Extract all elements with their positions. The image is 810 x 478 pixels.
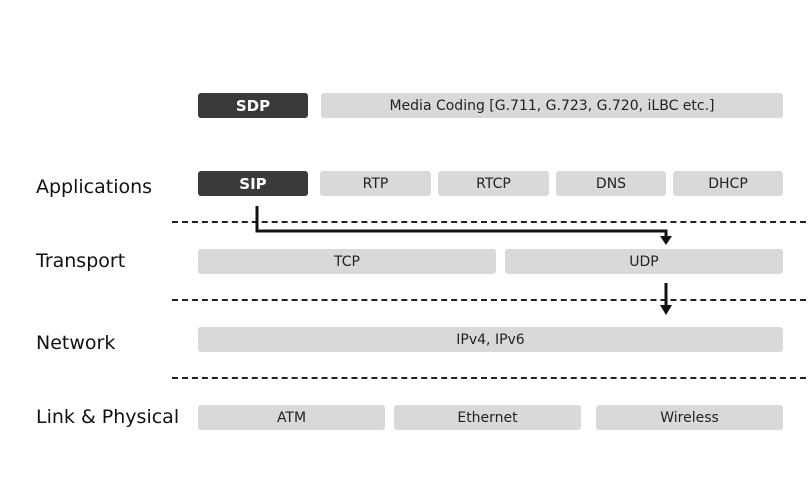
- layer-label-network: Network: [36, 332, 116, 354]
- layer-label-link-physical: Link & Physical: [36, 406, 180, 428]
- sip-box: SIP: [198, 171, 308, 196]
- dhcp-box: DHCP: [673, 171, 783, 196]
- tcp-box: TCP: [198, 249, 496, 274]
- udp-box: UDP: [505, 249, 783, 274]
- ip-box: IPv4, IPv6: [198, 327, 783, 352]
- sip-to-udp-arrowhead: [660, 236, 672, 245]
- layer-label-transport: Transport: [36, 250, 126, 272]
- rtcp-box: RTCP: [438, 171, 549, 196]
- divider-network-link: [172, 377, 806, 379]
- sip-to-udp-arrow-line: [255, 206, 668, 238]
- layer-label-applications: Applications: [36, 176, 153, 198]
- atm-box: ATM: [198, 405, 385, 430]
- divider-applications-transport: [172, 221, 806, 223]
- sdp-box: SDP: [198, 93, 308, 118]
- ethernet-box: Ethernet: [394, 405, 581, 430]
- divider-transport-network: [172, 299, 806, 301]
- wireless-box: Wireless: [596, 405, 783, 430]
- udp-to-ip-arrowhead: [660, 305, 672, 315]
- rtp-box: RTP: [320, 171, 431, 196]
- dns-box: DNS: [556, 171, 666, 196]
- media-coding-box: Media Coding [G.711, G.723, G.720, iLBC …: [321, 93, 783, 118]
